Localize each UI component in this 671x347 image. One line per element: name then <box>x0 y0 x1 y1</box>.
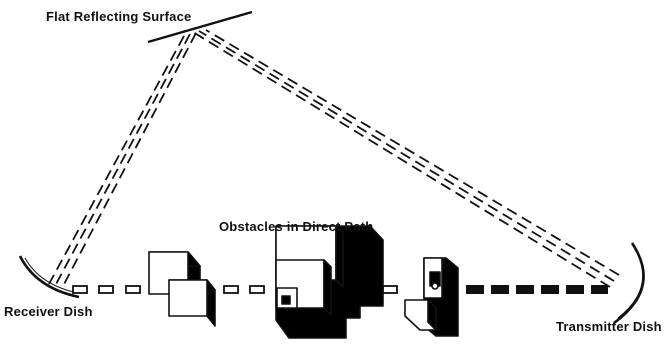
receiver-dish-label: Receiver Dish <box>4 304 93 319</box>
direct-path-dash <box>223 285 239 294</box>
direct-path-dash <box>466 285 484 294</box>
direct-path-strong <box>466 285 608 294</box>
transmitter-dish-label: Transmitter Dish <box>556 319 662 334</box>
direct-path-dash <box>125 285 141 294</box>
reflected-rays <box>48 32 197 289</box>
obstacle-block-2 <box>275 225 384 339</box>
direct-path <box>72 285 398 294</box>
direct-path-dash <box>249 285 265 294</box>
reflecting-surface <box>147 10 253 44</box>
direct-path-dash <box>541 285 559 294</box>
direct-path-dash <box>98 285 114 294</box>
direct-path-dash <box>491 285 509 294</box>
direct-path-dash <box>72 285 88 294</box>
transmitter-dish-inner <box>617 249 644 319</box>
direct-path-dash <box>566 285 584 294</box>
obstacle-block-1 <box>148 251 216 327</box>
direct-path-dash <box>591 285 608 294</box>
incident-ray <box>198 30 615 282</box>
direct-path-dash <box>382 285 398 294</box>
receiver-dish-inner <box>24 257 79 294</box>
obstacle-block-3 <box>404 257 459 337</box>
receiver-dish <box>18 255 80 299</box>
incident-rays <box>192 29 620 288</box>
reflected-ray <box>61 32 197 289</box>
reflected-ray <box>54 33 191 287</box>
transmitter-dish <box>613 242 645 325</box>
incident-ray <box>205 29 620 276</box>
reflected-ray <box>48 35 185 285</box>
incident-ray <box>192 31 611 288</box>
reflecting-surface-label: Flat Reflecting Surface <box>46 9 192 24</box>
direct-path-dash <box>516 285 534 294</box>
obstacles-label: Obstacles in Direct Path <box>219 219 374 234</box>
